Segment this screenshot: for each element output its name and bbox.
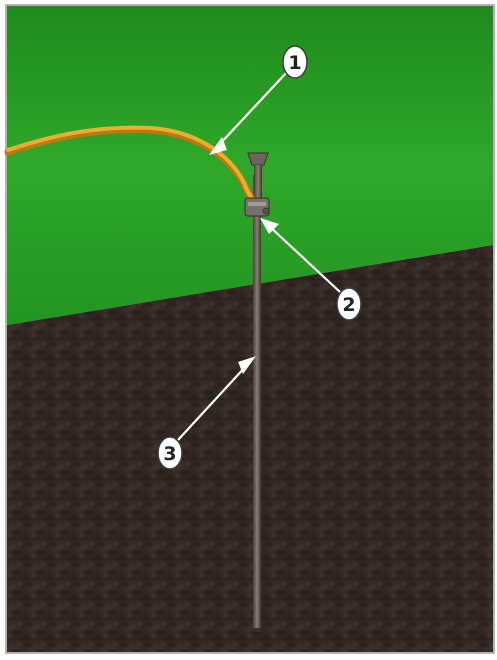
clamp-screw-icon xyxy=(263,208,269,214)
rod-upper xyxy=(254,165,262,200)
rod-cap xyxy=(248,153,268,165)
callout-1: 1 xyxy=(283,46,307,78)
ground-clamp-highlight xyxy=(248,202,266,206)
callout-3-label: 3 xyxy=(163,443,176,465)
callout-1-label: 1 xyxy=(288,52,301,74)
callout-3: 3 xyxy=(158,437,182,469)
callout-2-label: 2 xyxy=(342,294,355,316)
ground-rod xyxy=(253,175,261,630)
callout-2: 2 xyxy=(337,288,361,320)
ground-rod-tip xyxy=(253,628,261,632)
